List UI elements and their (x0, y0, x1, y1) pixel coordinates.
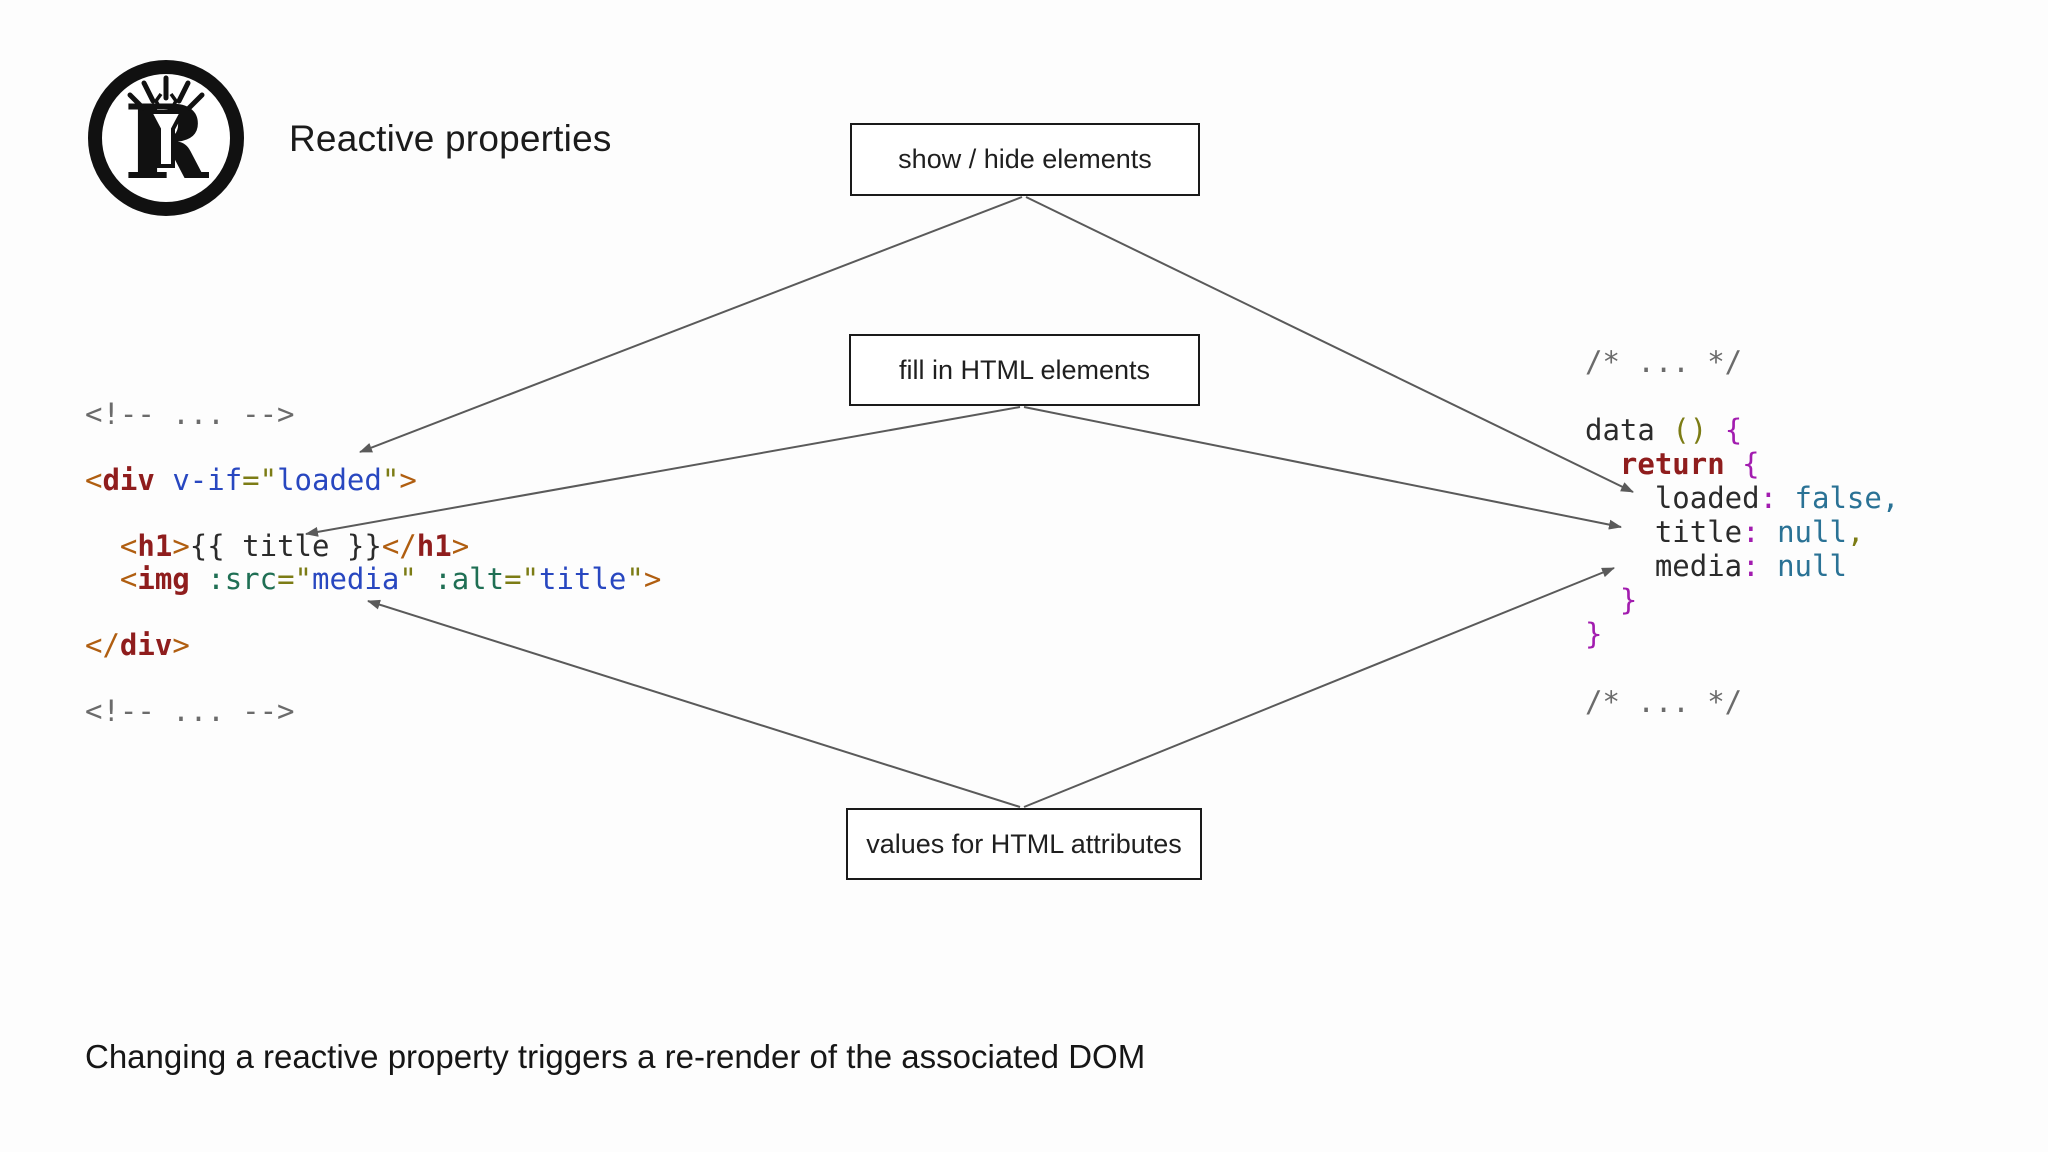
code-token: } (1585, 617, 1603, 651)
code-token: { (1724, 413, 1743, 447)
code-line: <img :src="media" :alt="title"> (85, 563, 661, 596)
code-token: > (643, 562, 662, 596)
code-token: loaded (1585, 481, 1760, 515)
code-line: /* ... */ (1585, 685, 1899, 719)
logo-flask-icon (146, 92, 186, 168)
code-token: data (1585, 413, 1673, 447)
code-token: : (1742, 549, 1760, 583)
code-token: /* ... */ (1585, 345, 1743, 379)
box-values-for-html-attributes: values for HTML attributes (846, 808, 1202, 880)
code-token: > (399, 463, 417, 497)
code-token: null (1777, 549, 1847, 583)
arrow-line (1023, 567, 1615, 808)
code-line: title: null, (1585, 515, 1899, 549)
box-show-hide-label: show / hide elements (898, 144, 1152, 174)
code-token: " (626, 562, 644, 596)
logo-rays-icon (127, 75, 205, 111)
caption-text: Changing a reactive property triggers a … (85, 1038, 1146, 1075)
code-line: } (1585, 617, 1899, 651)
code-token: img (137, 562, 190, 596)
code-token (1777, 481, 1794, 515)
code-token: , (1846, 515, 1865, 549)
code-line: /* ... */ (1585, 345, 1899, 379)
code-token (85, 562, 120, 596)
code-token (1760, 549, 1777, 583)
code-line: data () { (1585, 413, 1899, 447)
code-token: title (1585, 515, 1743, 549)
code-token: return (1619, 447, 1725, 481)
code-token: :src (207, 562, 278, 596)
code-token: () (1672, 413, 1708, 447)
code-token: h1 (416, 529, 452, 563)
code-line: return { (1585, 447, 1899, 481)
code-token: media (1585, 549, 1743, 583)
code-token: false, (1794, 481, 1900, 515)
code-token: > (172, 628, 190, 662)
code-token (155, 463, 172, 497)
code-token: :alt (434, 562, 505, 596)
code-token: </ (85, 628, 120, 662)
code-token (417, 562, 434, 596)
code-line: <!-- ... --> (85, 695, 661, 728)
code-token: " (399, 562, 417, 596)
code-token: <!-- ... --> (85, 397, 295, 431)
code-token (1585, 583, 1620, 617)
code-token (85, 529, 120, 563)
code-token: /* ... */ (1585, 685, 1743, 719)
code-token: : (1742, 515, 1760, 549)
code-token: =" (277, 562, 313, 596)
box-fill-in-label: fill in HTML elements (898, 354, 1151, 385)
code-token: </ (381, 529, 417, 563)
code-token: =" (242, 463, 278, 497)
code-line: loaded: false, (1585, 481, 1899, 515)
code-line (85, 431, 661, 464)
code-token: < (119, 562, 138, 596)
code-token: {{ title }} (189, 529, 382, 563)
code-token: : (1759, 481, 1778, 515)
box-fill-in-html-elements: fill in HTML elements (849, 334, 1200, 406)
code-token: title (539, 562, 627, 596)
code-token: " (381, 463, 400, 497)
code-token: div (119, 628, 173, 662)
code-token: { (1742, 447, 1760, 481)
code-token: > (451, 529, 470, 563)
arrow-line (1023, 406, 1622, 530)
data-code-block: /* ... */ data () { return { loaded: fals… (1585, 345, 1899, 719)
code-line (85, 497, 661, 530)
code-token (1760, 515, 1777, 549)
code-line: } (1585, 583, 1899, 617)
template-code-block: <!-- ... --><div v-if="loaded"> <h1>{{ t… (85, 398, 661, 728)
code-token: =" (504, 562, 540, 596)
code-token: loaded (277, 463, 382, 497)
box-values-label: values for HTML attributes (866, 828, 1182, 859)
code-line: </div> (85, 629, 661, 662)
code-token: } (1619, 583, 1638, 617)
code-token: v-if (172, 463, 243, 497)
code-token: <!-- ... --> (85, 694, 295, 728)
code-token (1585, 447, 1620, 481)
code-token: h1 (137, 529, 173, 563)
code-line (1585, 379, 1899, 413)
code-line (1585, 651, 1899, 685)
code-token: < (119, 529, 138, 563)
page-title: Reactive properties (289, 118, 612, 159)
code-token: null (1777, 515, 1847, 549)
code-token: < (85, 463, 103, 497)
code-token: media (312, 562, 400, 596)
code-line: media: null (1585, 549, 1899, 583)
code-line (85, 662, 661, 695)
code-token: > (172, 529, 190, 563)
code-line (85, 596, 661, 629)
reactive-logo: R (88, 60, 244, 216)
code-token (190, 562, 207, 596)
code-token (1707, 413, 1724, 447)
code-token: div (102, 463, 155, 497)
code-token (1725, 447, 1742, 481)
code-line: <h1>{{ title }}</h1> (85, 530, 661, 563)
code-line: <!-- ... --> (85, 398, 661, 431)
code-line: <div v-if="loaded"> (85, 464, 661, 497)
box-show-hide-elements: show / hide elements (850, 123, 1200, 196)
